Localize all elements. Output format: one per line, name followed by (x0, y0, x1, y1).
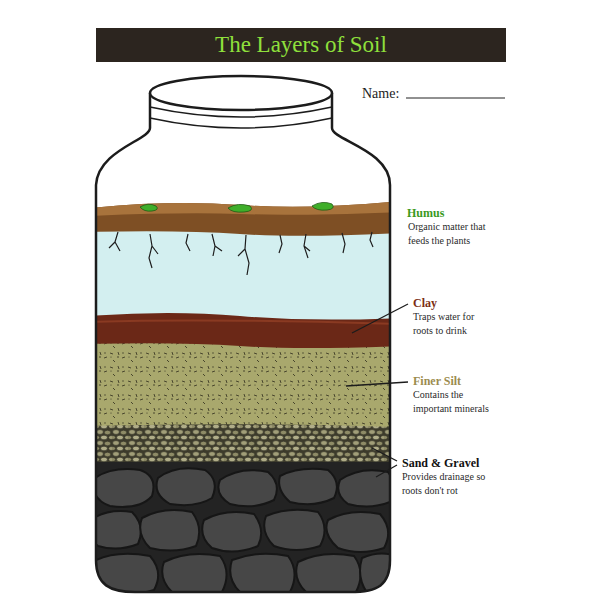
layer-description: Contains the important minerals (413, 388, 503, 416)
water-layer (90, 225, 400, 325)
humus-layer (90, 201, 400, 236)
layer-name: Finer Silt (413, 373, 523, 390)
leader-lines (346, 304, 408, 477)
root (149, 234, 158, 268)
layer-name: Clay (413, 295, 523, 312)
clay-layer (90, 313, 400, 348)
layer-name: Sand & Gravel (402, 455, 532, 472)
layer-description: Organic matter that feeds the plants (408, 220, 500, 248)
leader-line (376, 465, 397, 477)
leaf (140, 204, 157, 211)
root (212, 234, 222, 256)
rock (218, 470, 277, 506)
jar-mouth (150, 76, 332, 110)
root (186, 234, 190, 251)
layer-description: Traps water for roots to drink (413, 310, 495, 338)
leaf (312, 202, 333, 210)
rock (202, 512, 261, 552)
layer-description: Provides drainage so roots don't rot (402, 470, 502, 498)
leader-line (372, 448, 397, 461)
root (304, 234, 310, 258)
rock (326, 512, 388, 552)
root (342, 233, 345, 253)
jar-outline (96, 93, 390, 592)
jar-threads (150, 107, 332, 128)
rock (279, 469, 337, 504)
root (279, 235, 282, 253)
rocks (89, 468, 396, 595)
rock (157, 468, 215, 505)
rock-layer (90, 462, 400, 597)
rock (264, 510, 324, 550)
roots (109, 232, 373, 275)
leaf (228, 204, 252, 212)
rock (338, 470, 393, 506)
root (109, 232, 120, 251)
leaves (140, 202, 333, 212)
title-bar (96, 28, 506, 62)
rock (162, 554, 226, 595)
name-field-label: Name: (362, 84, 422, 104)
leader-line (352, 304, 408, 333)
rock (296, 554, 360, 595)
humus-top (90, 201, 400, 216)
root (238, 235, 249, 275)
rock (94, 554, 158, 595)
soil-layers (89, 201, 400, 597)
root (370, 232, 373, 247)
rock (230, 554, 294, 595)
page-title: The Layers of Soil (96, 28, 506, 62)
rock (92, 469, 154, 507)
rock (140, 510, 199, 551)
name-underline (406, 98, 505, 99)
layer-name: Humus (407, 205, 517, 222)
clay-texture (90, 320, 400, 324)
glass-shine (112, 200, 113, 540)
leader-line (346, 382, 408, 386)
